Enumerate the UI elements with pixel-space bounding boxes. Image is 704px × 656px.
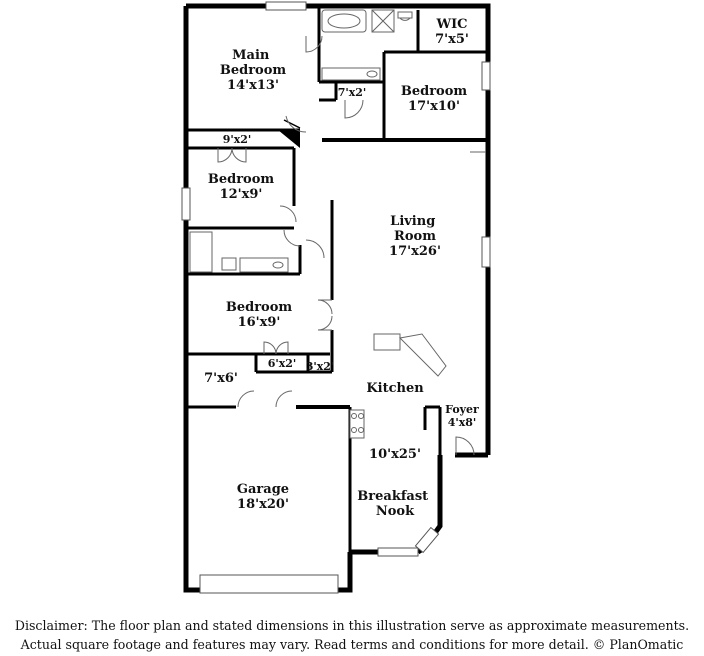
door-bedroom-sw	[317, 299, 333, 315]
room-size-closet-3x2: 3'x2'	[306, 360, 335, 373]
room-size-closet-6x2: 6'x2'	[268, 357, 297, 370]
room-size-closet-7x2: 7'x2'	[338, 86, 367, 99]
room-name-bedroom-ne: Bedroom	[401, 84, 468, 99]
disclaimer-line-1: Disclaimer: The floor plan and stated di…	[14, 618, 690, 633]
windows	[181, 1, 491, 594]
doors	[217, 35, 486, 456]
door-garage	[275, 390, 293, 408]
window-east-bedroom	[481, 61, 491, 91]
door-hall-bath	[283, 229, 301, 247]
room-name-breakfast-nook: Breakfast Nook	[357, 489, 432, 519]
door-closet-9x2-right	[231, 147, 247, 163]
room-size-wic: 7'x5'	[435, 32, 469, 47]
room-name-kitchen: Kitchen	[366, 381, 424, 396]
room-size-foyer: 4'x8'	[448, 416, 477, 429]
hall-vanity	[239, 257, 289, 273]
floor-plan: Main Bedroom 14'x13' WIC 7'x5' Bedroom 1…	[181, 1, 491, 594]
room-size-bedroom-mid: 12'x9'	[220, 187, 263, 202]
room-size-main-bedroom: 14'x13'	[227, 78, 279, 93]
main-vanity	[321, 67, 381, 81]
room-size-bedroom-ne: 17'x10'	[408, 99, 460, 114]
door-closet-6x2-right	[275, 341, 289, 355]
door-bedroom-ne	[344, 99, 364, 119]
window-nook-angle	[414, 526, 440, 554]
hall-toilet-tank	[221, 257, 237, 271]
disclaimer: Disclaimer: The floor plan and stated di…	[0, 616, 704, 654]
hall-bathtub	[189, 231, 213, 273]
window-garage	[199, 574, 339, 594]
room-size-garage: 18'x20'	[237, 497, 289, 512]
room-size-utility: 7'x6'	[204, 371, 238, 386]
room-size-kitchen: 10'x25'	[369, 447, 421, 462]
room-name-wic: WIC	[435, 17, 467, 32]
room-name-main-bedroom: Main Bedroom	[220, 48, 287, 78]
room-name-bedroom-mid: Bedroom	[208, 172, 275, 187]
door-front	[455, 436, 475, 456]
door-bedroom-sw-2	[317, 315, 333, 331]
door-main-bath	[305, 35, 323, 53]
door-main-bedroom	[285, 115, 307, 133]
window-east-living	[481, 236, 491, 268]
room-size-living-room: 17'x26'	[389, 244, 441, 259]
door-bedroom-mid	[279, 205, 297, 223]
door-closet-9x2-left	[217, 147, 233, 163]
window-nook-south	[377, 547, 419, 557]
fixtures	[189, 9, 447, 439]
kitchen-sink	[373, 333, 401, 351]
room-name-living-room: Living Room	[390, 214, 440, 244]
door-hall	[305, 239, 325, 259]
door-closet-6x2-left	[263, 341, 277, 355]
room-name-bedroom-sw: Bedroom	[226, 300, 293, 315]
room-size-closet-9x2: 9'x2'	[223, 133, 252, 146]
room-name-garage: Garage	[237, 482, 289, 497]
room-name-foyer: Foyer	[445, 403, 479, 416]
toilet-main	[397, 11, 413, 21]
window-west-bedroom	[181, 187, 191, 221]
disclaimer-line-2: Actual square footage and features may v…	[20, 637, 684, 652]
window-north-bedroom	[265, 1, 307, 11]
room-size-bedroom-sw: 16'x9'	[238, 315, 281, 330]
kitchen-counter	[398, 333, 447, 377]
closet-angle-wall	[278, 119, 301, 148]
door-utility	[237, 390, 255, 408]
room-labels: Main Bedroom 14'x13' WIC 7'x5' Bedroom 1…	[204, 17, 479, 519]
